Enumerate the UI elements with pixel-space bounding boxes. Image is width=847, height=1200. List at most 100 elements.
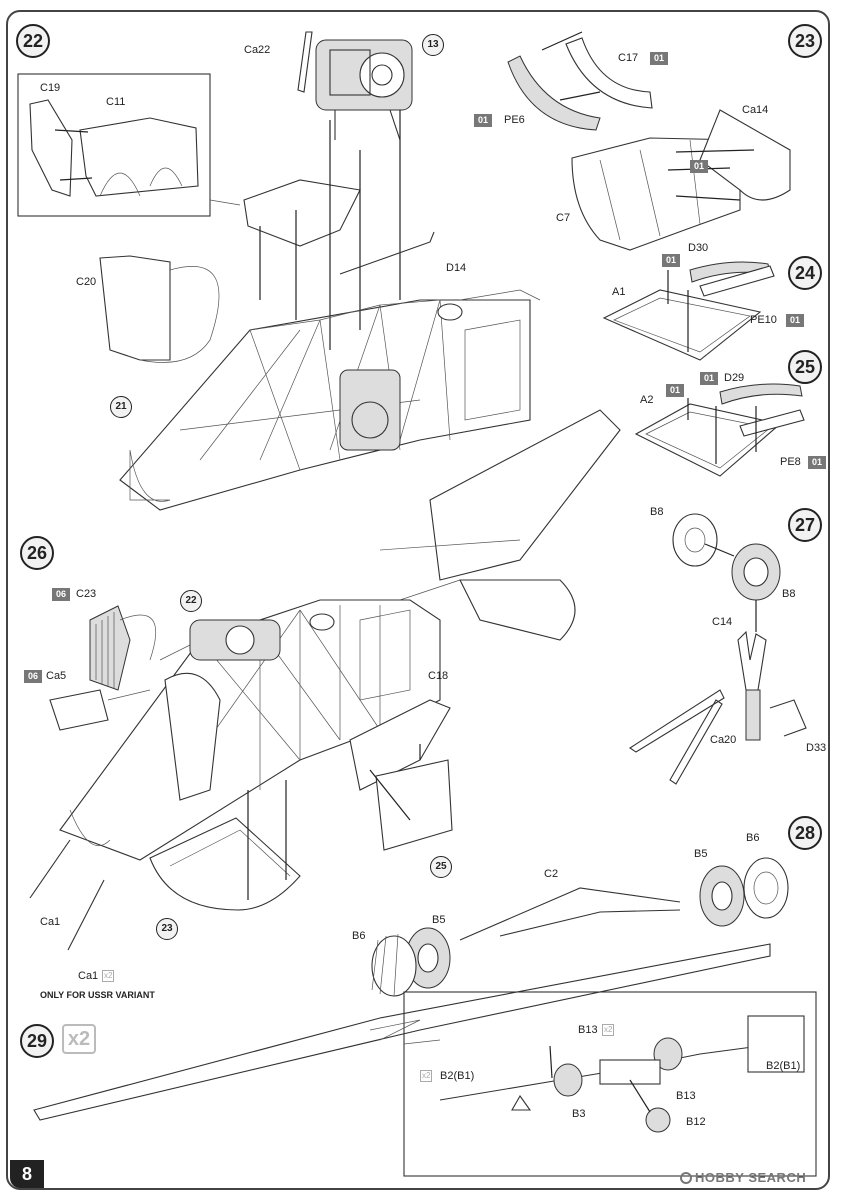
ref-25-marker: 25 (430, 856, 452, 878)
d14-rod (339, 231, 435, 275)
sprue-badge-d29: 01 (700, 372, 719, 385)
c23-grille (89, 605, 131, 691)
ca14-part (699, 109, 791, 201)
label-c19: C19 (40, 82, 61, 94)
step-27-marker: 27 (788, 508, 822, 542)
ref-23-marker: 23 (156, 918, 178, 940)
label-d30: D30 (688, 242, 709, 254)
seat-plate (243, 179, 361, 247)
a2-plate (634, 403, 782, 477)
label-c14: C14 (712, 616, 733, 628)
page-frame (6, 10, 830, 1190)
pe10-strip (699, 265, 775, 297)
sprue-badge-a2: 01 (666, 384, 685, 397)
d29-strip (719, 383, 803, 405)
fuselage-frame-22 (119, 289, 541, 511)
label-b12: B12 (686, 1116, 706, 1128)
c17-part (565, 37, 653, 109)
step-24-marker: 24 (788, 256, 822, 290)
label-pe6: PE6 (504, 114, 525, 126)
pe8-strip (739, 409, 805, 437)
c19-inset-box (17, 73, 211, 217)
shell-23 (149, 817, 301, 911)
ca22-rod (297, 31, 313, 93)
b13-hub (653, 1037, 683, 1071)
label-c2: C2 (544, 868, 559, 880)
label-c23: C23 (76, 588, 97, 600)
d33-link (769, 699, 807, 737)
quantity-badge-step29: x2 (62, 1024, 96, 1054)
quantity-badge-b13: x2 (602, 1024, 615, 1036)
sprue-badge-c17: 01 (650, 52, 669, 65)
label-c17: C17 (618, 52, 639, 64)
quantity-badge-ca1: x2 (102, 970, 115, 982)
ca1-rod-b (67, 879, 105, 951)
wing (459, 579, 576, 641)
label-ca22: Ca22 (244, 44, 271, 56)
step24-illustration (602, 261, 775, 361)
rotor-blade (33, 943, 771, 1121)
step-29-marker: 29 (20, 1024, 54, 1058)
label-b8-b: B8 (782, 588, 796, 600)
pe6-part (507, 55, 601, 131)
ussr-variant-note: ONLY FOR USSR VARIANT (40, 990, 155, 1000)
quantity-badge-b2: x2 (420, 1070, 433, 1082)
label-b8-a: B8 (650, 506, 664, 518)
b3-hub (553, 1063, 583, 1097)
c14-strut (737, 630, 767, 691)
ca5-pad (49, 689, 109, 731)
label-c7: C7 (556, 212, 571, 224)
step27-illustration (628, 513, 807, 785)
label-b6-left: B6 (352, 930, 366, 942)
sprue-badge-a1: 01 (662, 254, 681, 267)
sprue-badge-pe10: 01 (786, 314, 805, 327)
step26-illustration (29, 409, 621, 951)
label-ca5: Ca5 (46, 670, 67, 682)
step-23-marker: 23 (788, 24, 822, 58)
watermark-text: HOBBY SEARCH (695, 1170, 807, 1185)
page-number: 8 (10, 1160, 44, 1188)
label-pe10: PE10 (750, 314, 777, 326)
step22-illustration (17, 31, 541, 511)
step25-illustration (634, 383, 805, 477)
sprue-badge-c23: 06 (52, 588, 71, 601)
ref-21-marker: 21 (110, 396, 132, 418)
label-a2: A2 (640, 394, 654, 406)
label-d14: D14 (446, 262, 467, 274)
label-b13-top: B13 (578, 1024, 598, 1036)
label-c18: C18 (428, 670, 449, 682)
b6-tire-left (371, 935, 417, 997)
b6-tire-right (743, 857, 789, 919)
sprue-badge-pe8: 01 (808, 456, 827, 469)
a1-plate (602, 289, 762, 361)
label-b2-left: B2(B1) (440, 1070, 475, 1082)
label-b5-right: B5 (694, 848, 708, 860)
label-d29: D29 (724, 372, 745, 384)
tail-fin (429, 409, 621, 581)
step23-illustration (507, 31, 791, 251)
label-pe8: PE8 (780, 456, 801, 468)
c19-part (29, 99, 73, 197)
c18-panel (349, 699, 451, 791)
step-25-marker: 25 (788, 350, 822, 384)
step-26-marker: 26 (20, 536, 54, 570)
engine-part-13 (315, 39, 413, 141)
sprue-badge-ca5: 06 (24, 670, 43, 683)
c11-part (79, 117, 199, 197)
label-b13-bottom: B13 (676, 1090, 696, 1102)
step29-illustration (33, 943, 817, 1177)
label-c20: C20 (76, 276, 97, 288)
ref-13-marker: 13 (422, 34, 444, 56)
c20-cushion (99, 255, 171, 361)
label-a1: A1 (612, 286, 626, 298)
label-b5-left: B5 (432, 914, 446, 926)
watermark-logo-icon (680, 1172, 692, 1184)
label-d33: D33 (806, 742, 827, 754)
label-ca1-a: Ca1 (40, 916, 61, 928)
b12-part (645, 1107, 671, 1133)
c2-axle (459, 887, 681, 941)
label-ca1-b: Ca1 (78, 970, 99, 982)
sprue-badge-pe6: 01 (474, 114, 493, 127)
